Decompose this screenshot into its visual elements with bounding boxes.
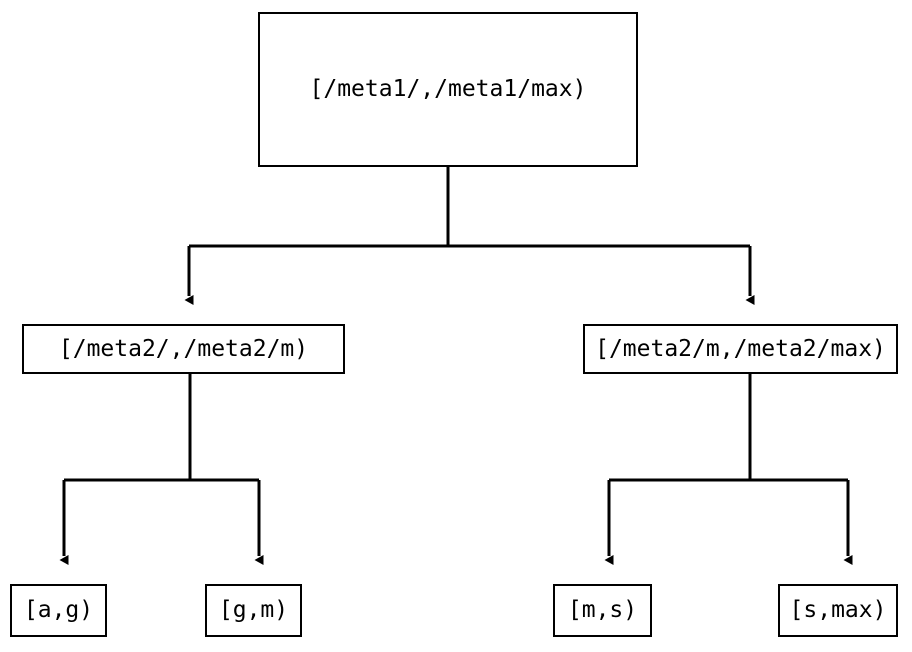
tree-node-leaf-4[interactable]: [s,max) xyxy=(778,584,898,637)
edge-root-to-mid-level xyxy=(184,167,755,305)
tree-node-leaf-3[interactable]: [m,s) xyxy=(553,584,652,637)
tree-node-leaf-1[interactable]: [a,g) xyxy=(10,584,107,637)
node-label: [/meta1/,/meta1/max) xyxy=(309,76,587,102)
tree-node-mid-right[interactable]: [/meta2/m,/meta2/max) xyxy=(583,324,898,374)
tree-node-mid-left[interactable]: [/meta2/,/meta2/m) xyxy=(22,324,345,374)
edge-mid-left-to-leaves xyxy=(59,374,264,565)
tree-node-root[interactable]: [/meta1/,/meta1/max) xyxy=(258,12,638,167)
node-label: [a,g) xyxy=(23,597,94,623)
tree-node-leaf-2[interactable]: [g,m) xyxy=(205,584,302,637)
edge-mid-right-to-leaves xyxy=(604,374,853,565)
node-label: [g,m) xyxy=(218,597,289,623)
node-label: [/meta2/,/meta2/m) xyxy=(58,335,309,362)
node-label: [m,s) xyxy=(567,597,638,623)
node-label: [/meta2/m,/meta2/max) xyxy=(595,335,886,362)
node-label: [s,max) xyxy=(789,597,887,623)
